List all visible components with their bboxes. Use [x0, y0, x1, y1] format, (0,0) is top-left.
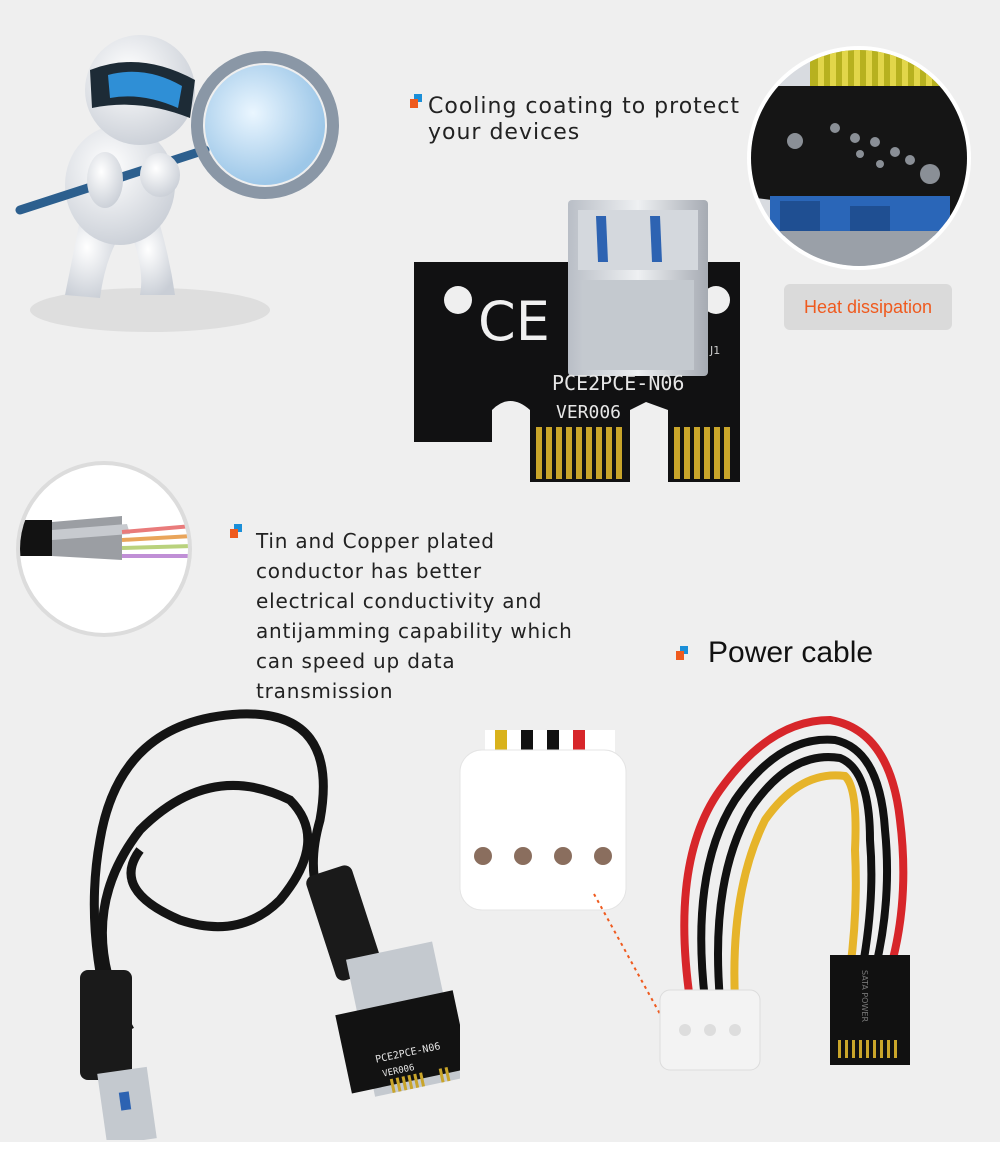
sata-power-label: SATA POWER — [860, 970, 869, 1022]
board-model-label: PCE2PCE-N06 — [552, 371, 684, 395]
board-ref-label: J1 — [709, 344, 720, 357]
bullet-cooling-icon — [410, 94, 424, 108]
board-version-label: VER006 — [556, 402, 621, 423]
bottom-strip — [0, 1142, 1000, 1155]
cable-closeup-icon — [16, 461, 192, 637]
usb-cable-icon: PCE2PCE-N06 VER006 — [80, 709, 460, 1140]
heat-sink-closeup-icon — [747, 46, 971, 270]
bullet-power-cable-icon — [676, 646, 690, 660]
heat-dissipation-badge: Heat dissipation — [784, 284, 952, 330]
dotted-leader-line — [593, 893, 661, 1015]
power-cable-icon: SATA POWER — [659, 715, 910, 1071]
usb-riser-board-icon: CE J1 PCE2PCE-N06 VER006 — [414, 200, 740, 482]
ce-mark: CE — [478, 290, 550, 353]
bullet-conductor-icon — [230, 524, 244, 538]
conductor-text: Tin and Copper plated conductor has bett… — [256, 529, 573, 703]
molex-closeup-icon — [459, 730, 627, 911]
cooling-coating-text: Cooling coating to protect your devices — [428, 94, 741, 145]
power-cable-heading: Power cable — [708, 636, 874, 669]
magnifier-figure-icon — [15, 35, 339, 332]
